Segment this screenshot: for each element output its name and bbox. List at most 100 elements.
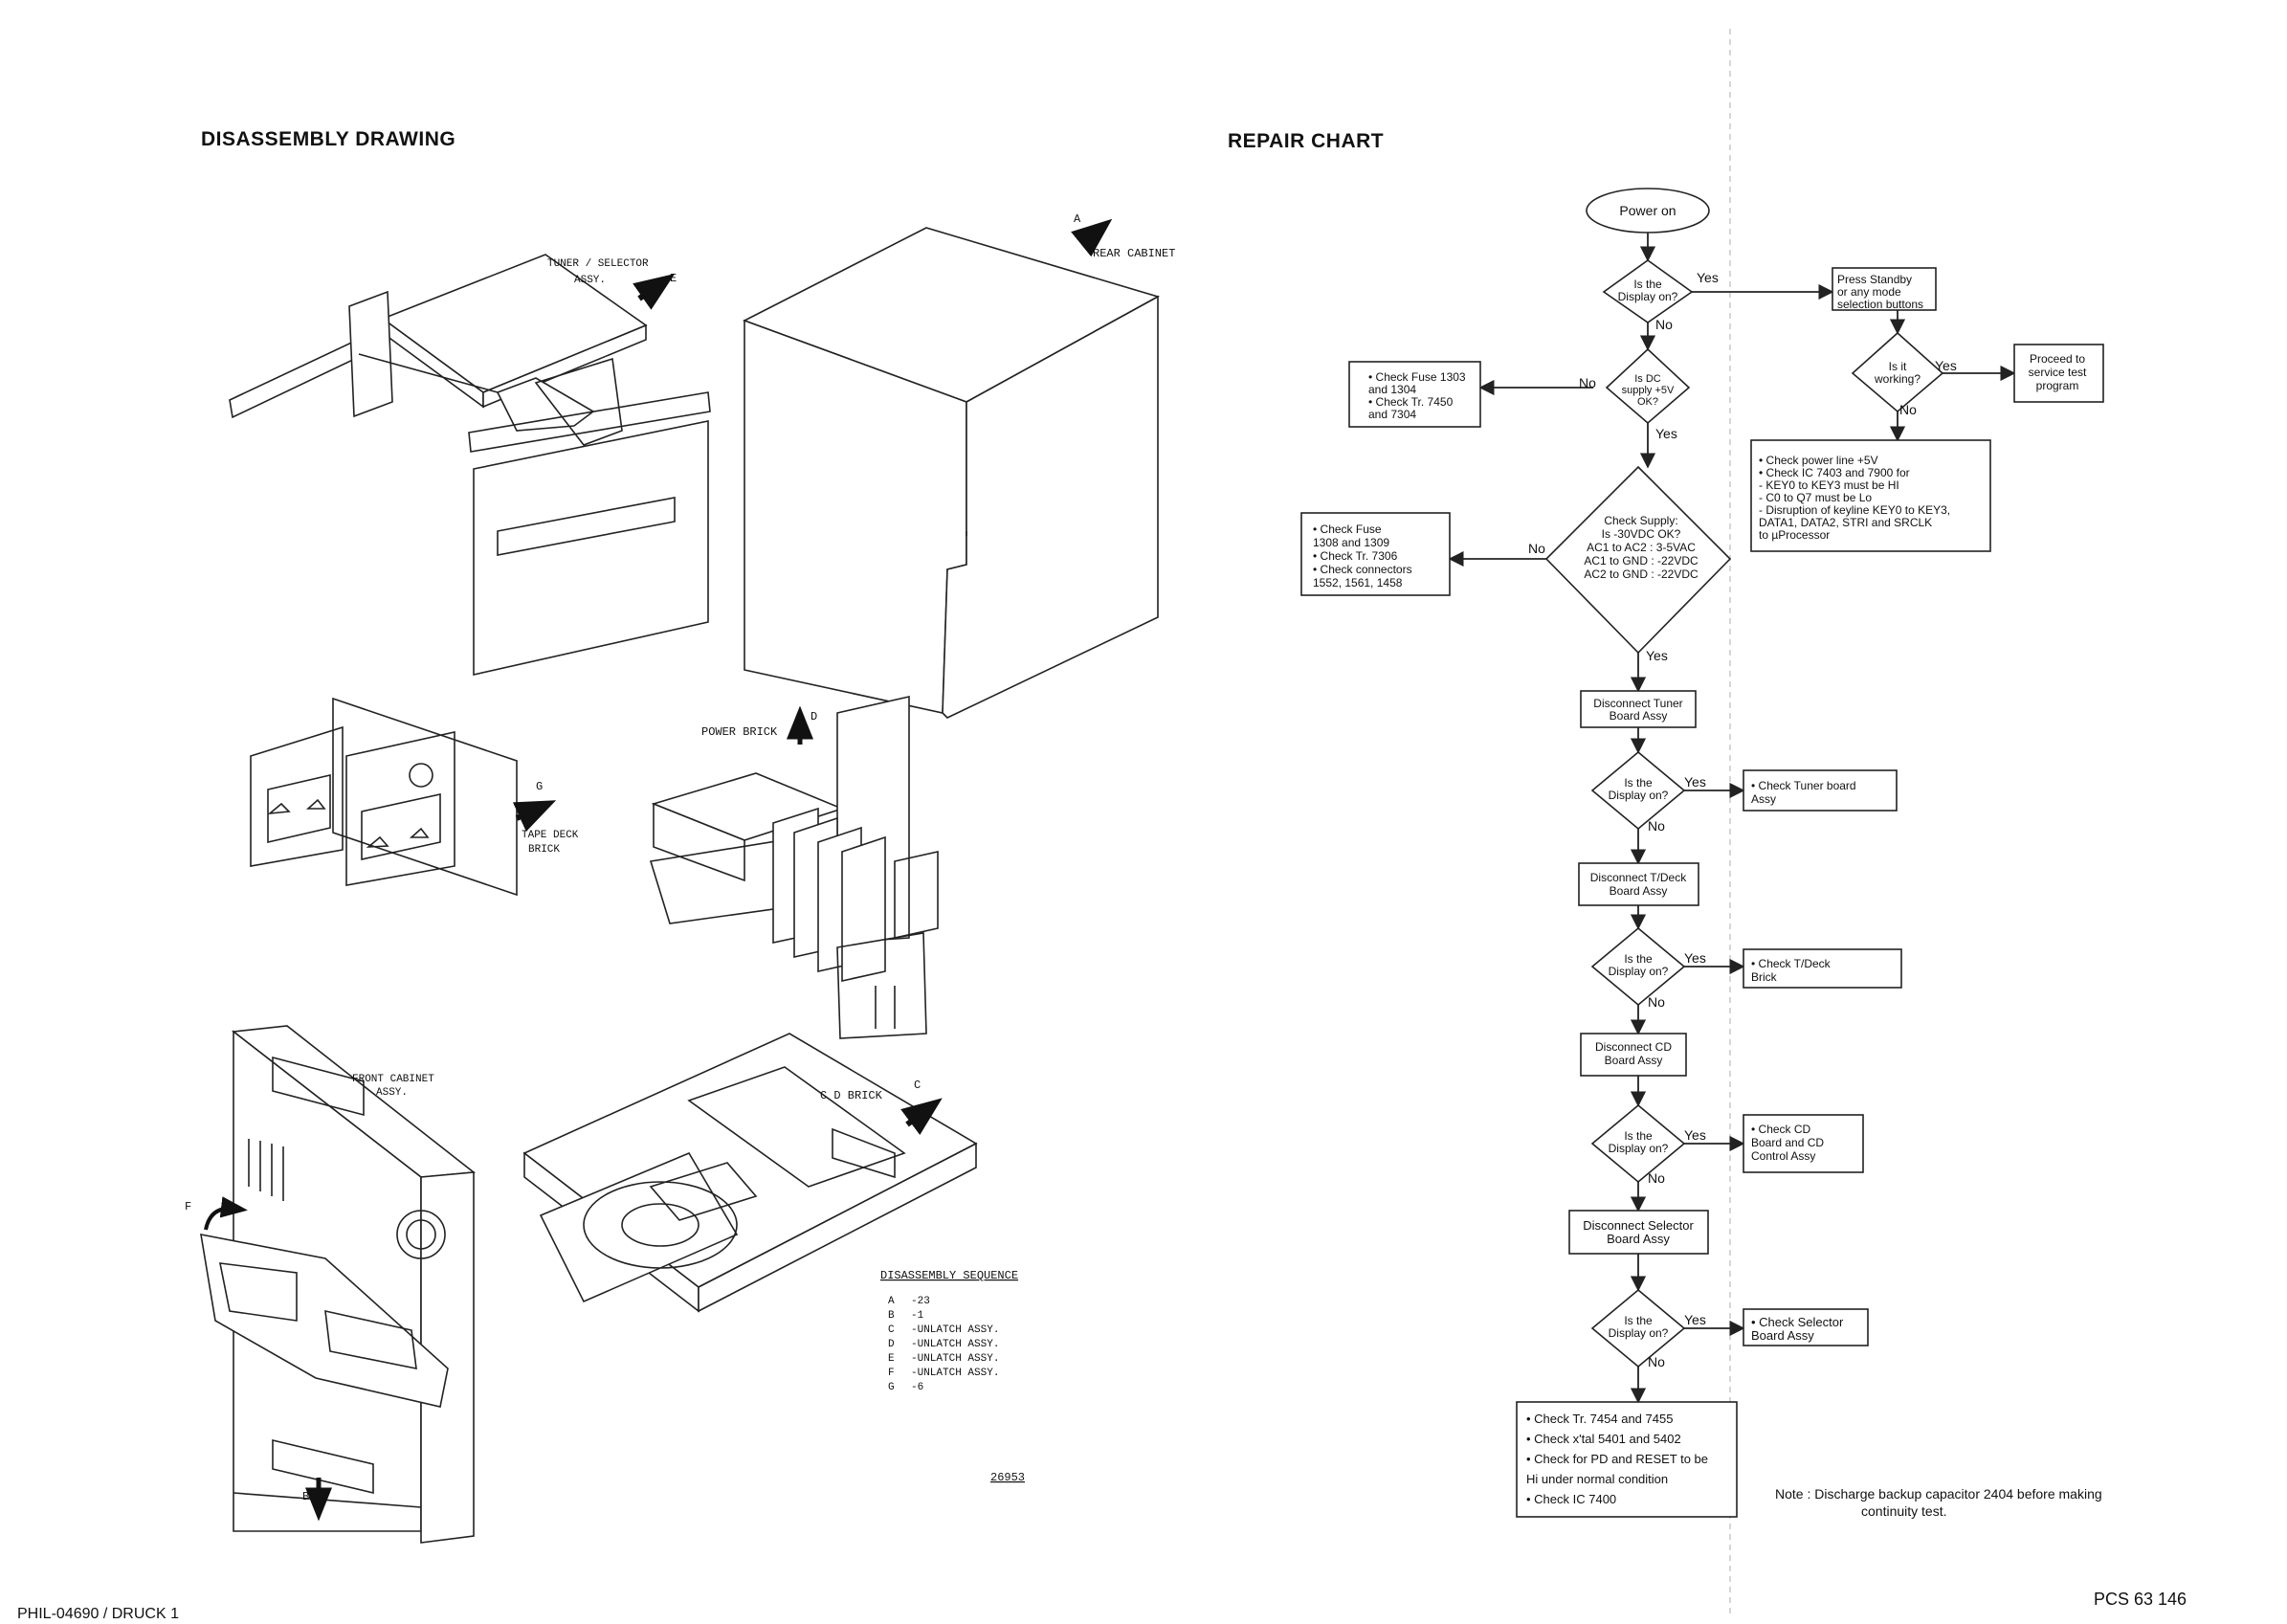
marker-e: E bbox=[670, 272, 677, 285]
arrow-f bbox=[204, 1196, 248, 1231]
marker-f: F bbox=[185, 1200, 191, 1213]
sequence-key: F bbox=[888, 1368, 895, 1379]
no-label-dc: No bbox=[1579, 375, 1596, 390]
d-supply-line: Check Supply: bbox=[1604, 514, 1677, 527]
sequence-key: D bbox=[888, 1339, 895, 1350]
check-fuse-a-line: • Check Tr. 7450 bbox=[1368, 395, 1454, 409]
sequence-value: -UNLATCH ASSY. bbox=[911, 1324, 999, 1336]
repair-chart-title: REPAIR CHART bbox=[1228, 130, 1385, 152]
cd-brick bbox=[522, 1033, 978, 1313]
d-supply-line: Is -30VDC OK? bbox=[1602, 527, 1681, 541]
disc-tdeck-line: Disconnect T/Deck bbox=[1590, 871, 1687, 884]
drawing-number: 26953 bbox=[990, 1471, 1025, 1484]
check-fuse-b-line: • Check Fuse bbox=[1313, 523, 1382, 536]
front-label-line2: ASSY. bbox=[376, 1087, 408, 1099]
press-standby-box bbox=[1832, 267, 1937, 311]
d-supply-line: AC1 to GND : -22VDC bbox=[1584, 554, 1699, 567]
disconnect-tdeck-box bbox=[1578, 862, 1699, 906]
yes-label-dc: Yes bbox=[1655, 426, 1677, 441]
decision-tdeck bbox=[1590, 926, 1686, 1007]
marker-b: B bbox=[302, 1490, 309, 1503]
check-fuse-box-b bbox=[1300, 512, 1451, 596]
d-dc-line: OK? bbox=[1637, 396, 1658, 408]
check-selector-box bbox=[1743, 1308, 1869, 1346]
d-tdeck-line: Display on? bbox=[1609, 965, 1669, 978]
decision-cd bbox=[1590, 1103, 1686, 1184]
final-line: Hi under normal condition bbox=[1526, 1472, 1668, 1486]
check-power-line: - KEY0 to KEY3 must be HI bbox=[1759, 478, 1899, 492]
sequence-value: -UNLATCH ASSY. bbox=[911, 1368, 999, 1379]
rear-cabinet-label: REAR CABINET bbox=[1093, 247, 1175, 260]
check-fuse-b-line: 1552, 1561, 1458 bbox=[1313, 576, 1403, 590]
press-standby-line: or any mode bbox=[1837, 285, 1901, 299]
arrow-g bbox=[512, 800, 557, 832]
d-sel-line: Is the bbox=[1624, 1314, 1653, 1327]
d-tuner-line: Is the bbox=[1624, 776, 1653, 790]
final-line: • Check IC 7400 bbox=[1526, 1492, 1616, 1506]
proceed-line: Proceed to bbox=[2030, 352, 2085, 366]
tape-label-line2: BRICK bbox=[528, 844, 560, 856]
sequence-key: A bbox=[888, 1296, 895, 1307]
d1-line: Display on? bbox=[1618, 290, 1678, 303]
check-cd-box bbox=[1743, 1114, 1864, 1173]
tuner-label-line2: ASSY. bbox=[574, 275, 606, 286]
sequence-key: B bbox=[888, 1310, 895, 1322]
disc-sel-line: Board Assy bbox=[1607, 1232, 1670, 1246]
check-power-line: - Disruption of keyline KEY0 to KEY3, bbox=[1759, 503, 1950, 517]
chk-sel-line: • Check Selector bbox=[1751, 1315, 1844, 1329]
start-label: Power on bbox=[1619, 203, 1676, 218]
yes-label-cd: Yes bbox=[1684, 1127, 1706, 1143]
final-line: • Check for PD and RESET to be bbox=[1526, 1452, 1708, 1466]
d-tdeck-line: Is the bbox=[1624, 952, 1653, 966]
sequence-value: -UNLATCH ASSY. bbox=[911, 1353, 999, 1365]
chk-cd-line: Control Assy bbox=[1751, 1149, 1815, 1163]
sequence-value: -23 bbox=[911, 1296, 930, 1307]
no-label-cd: No bbox=[1648, 1170, 1665, 1186]
check-fuse-a-line: • Check Fuse 1303 bbox=[1368, 370, 1466, 384]
no-label-tdeck: No bbox=[1648, 994, 1665, 1010]
d1-line: Is the bbox=[1633, 278, 1662, 291]
yes-label-tuner: Yes bbox=[1684, 774, 1706, 790]
final-line: • Check x'tal 5401 and 5402 bbox=[1526, 1432, 1681, 1446]
disc-tdeck-line: Board Assy bbox=[1610, 884, 1668, 898]
d-tuner-line: Display on? bbox=[1609, 789, 1669, 802]
check-power-line: DATA1, DATA2, STRI and SRCLK bbox=[1759, 516, 1932, 529]
d-working-line: Is it bbox=[1889, 360, 1907, 373]
check-power-box bbox=[1750, 439, 1991, 552]
sequence-list: A-23B-1C-UNLATCH ASSY.D-UNLATCH ASSY.E-U… bbox=[888, 1296, 999, 1393]
decision-working bbox=[1851, 331, 1944, 413]
disconnect-selector-box bbox=[1568, 1210, 1709, 1255]
chk-tuner-line: Assy bbox=[1751, 792, 1776, 806]
check-fuse-b-line: 1308 and 1309 bbox=[1313, 536, 1389, 549]
check-tdeck-box bbox=[1743, 948, 1902, 989]
decision-tuner bbox=[1590, 750, 1686, 831]
check-power-line: - C0 to Q7 must be Lo bbox=[1759, 491, 1872, 504]
check-fuse-a-line: and 7304 bbox=[1368, 408, 1416, 421]
d-dc-line: supply +5V bbox=[1622, 385, 1675, 396]
decision-selector bbox=[1590, 1288, 1686, 1368]
check-fuse-b-line: • Check connectors bbox=[1313, 563, 1412, 576]
d-working-line: working? bbox=[1874, 372, 1921, 386]
chk-cd-line: Board and CD bbox=[1751, 1136, 1824, 1149]
d-supply-line: AC2 to GND : -22VDC bbox=[1584, 567, 1699, 581]
sequence-key: G bbox=[888, 1382, 895, 1393]
disc-tuner-line: Board Assy bbox=[1610, 709, 1668, 723]
power-brick bbox=[649, 695, 939, 1039]
d-cd-line: Is the bbox=[1624, 1129, 1653, 1143]
check-power-line: to µProcessor bbox=[1759, 528, 1830, 542]
yes-label-1: Yes bbox=[1697, 270, 1719, 285]
chk-cd-line: • Check CD bbox=[1751, 1123, 1811, 1136]
decision-dc-supply bbox=[1605, 347, 1691, 425]
disc-sel-line: Disconnect Selector bbox=[1583, 1218, 1694, 1233]
disconnect-tuner-box bbox=[1580, 690, 1697, 728]
chk-tuner-line: • Check Tuner board bbox=[1751, 779, 1856, 792]
decision-display-on bbox=[1602, 259, 1694, 323]
flow-connectors bbox=[1448, 233, 2016, 1404]
no-label-tuner: No bbox=[1648, 818, 1665, 834]
page-code: PCS 63 146 bbox=[2094, 1590, 2187, 1609]
d-dc-line: Is DC bbox=[1634, 373, 1661, 385]
sequence-title: DISASSEMBLY SEQUENCE bbox=[880, 1269, 1018, 1282]
arrow-e bbox=[633, 273, 676, 310]
